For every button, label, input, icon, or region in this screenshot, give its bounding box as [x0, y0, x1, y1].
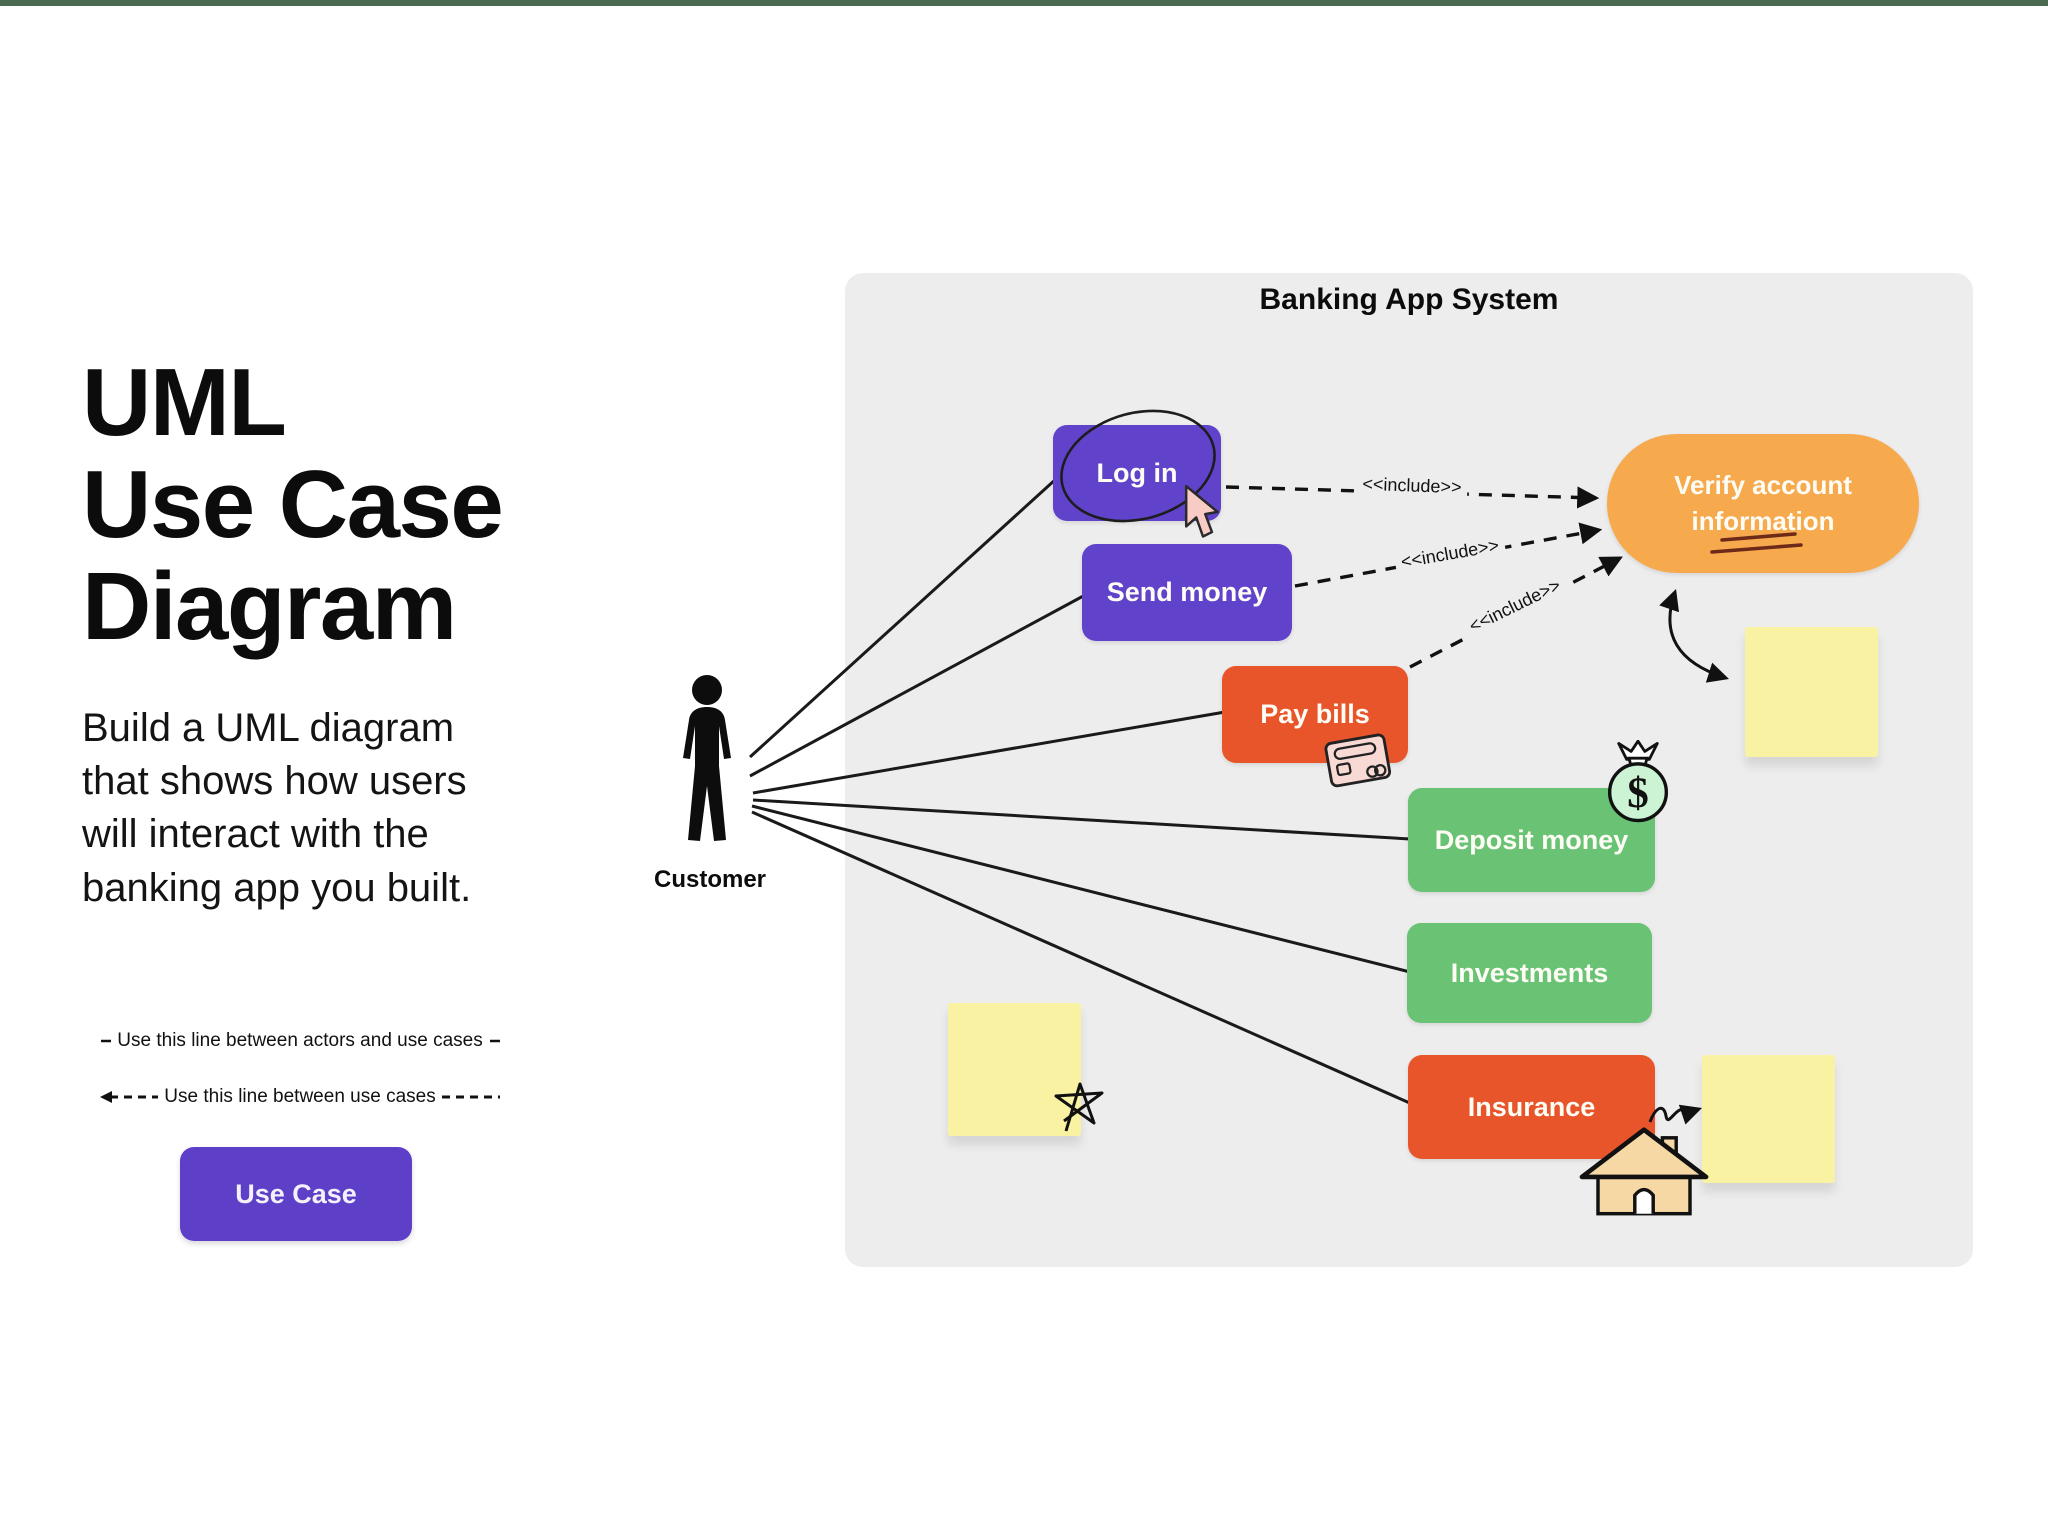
send-money-label: Send money	[1106, 577, 1268, 607]
credit-card-icon	[1324, 733, 1392, 788]
insurance-label: Insurance	[1467, 1091, 1596, 1122]
top-accent-bar	[0, 0, 2048, 6]
dollar-sign-glyph: $	[1627, 770, 1649, 817]
sticky-note[interactable]	[1702, 1055, 1835, 1183]
sticky-note[interactable]	[1745, 627, 1878, 757]
system-title: Banking App System	[1259, 283, 1559, 316]
actor-label: Customer	[653, 866, 767, 893]
actor-customer-icon[interactable]	[662, 674, 752, 859]
legend: Use this line between actors and use cas…	[100, 1030, 500, 1142]
dashed-arrow-left-icon	[100, 1091, 159, 1103]
use-case-template-button[interactable]: Use Case	[180, 1147, 412, 1241]
cursor-icon	[1184, 485, 1219, 538]
sticky-note[interactable]	[948, 1003, 1081, 1136]
house-icon	[1579, 1127, 1709, 1216]
use-case-node-investments[interactable]: Investments	[1407, 923, 1652, 1023]
use-case-node-insurance[interactable]: Insurance	[1408, 1055, 1655, 1159]
include-label: <<include>>	[1356, 472, 1468, 500]
use-case-node-send-money[interactable]: Send money	[1082, 544, 1292, 641]
login-label: Log in	[1096, 457, 1178, 488]
investments-label: Investments	[1450, 957, 1609, 988]
deposit-money-label: Deposit money	[1434, 824, 1629, 855]
verify-account-label: Verify account information	[1674, 470, 1852, 536]
use-case-node-verify-account[interactable]: Verify account information	[1607, 434, 1919, 573]
dashed-arrow-right-icon	[441, 1095, 500, 1099]
page-description: Build a UML diagram that shows how users…	[82, 706, 472, 910]
solid-line-sample-icon	[489, 1039, 500, 1043]
legend-row-usecase-line: Use this line between use cases	[100, 1086, 500, 1108]
legend-actor-line-label: Use this line between actors and use cas…	[117, 1030, 483, 1051]
money-bag-icon: $	[1607, 740, 1669, 823]
legend-row-actor-line: Use this line between actors and use cas…	[100, 1030, 500, 1052]
page-title: UML Use Case Diagram	[82, 349, 504, 660]
pay-bills-label: Pay bills	[1260, 699, 1370, 729]
use-case-button-label: Use Case	[235, 1178, 357, 1209]
solid-line-sample-icon	[101, 1039, 112, 1043]
legend-usecase-line-label: Use this line between use cases	[164, 1086, 436, 1107]
